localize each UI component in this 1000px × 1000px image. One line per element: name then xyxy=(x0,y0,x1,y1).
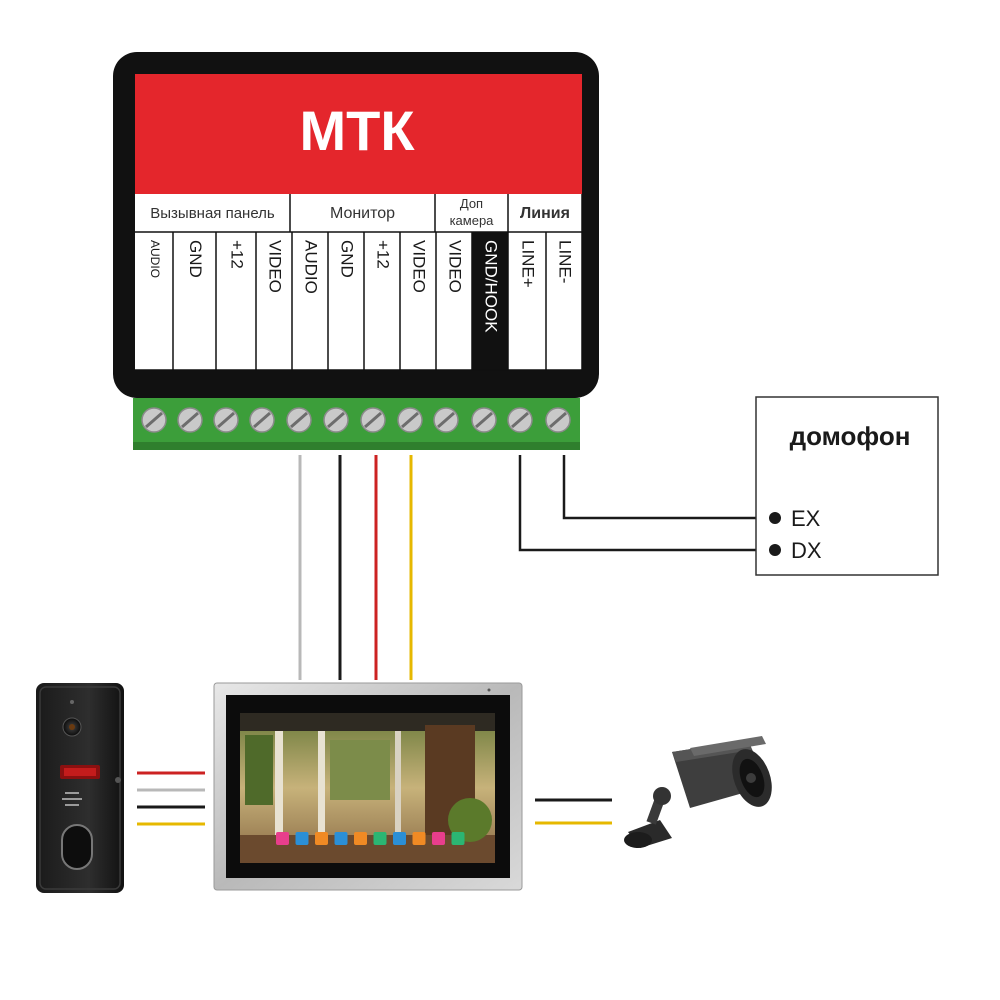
module-title: МТК xyxy=(299,99,415,162)
intercom-box: домофон EX DX xyxy=(755,396,939,576)
terminal-label-4: AUDIO xyxy=(302,240,321,294)
module-red-label xyxy=(135,74,582,194)
terminal-label-9: GND/HOOK xyxy=(482,240,501,333)
cctv-camera-icon xyxy=(624,736,772,848)
monitor-menu-icon xyxy=(354,832,367,845)
terminal-label-3: VIDEO xyxy=(266,240,285,293)
camera-wires xyxy=(535,798,612,825)
monitor-menu-icon xyxy=(334,832,348,845)
terminal-label-2: +12 xyxy=(228,240,247,269)
monitor-menu-icon xyxy=(315,832,328,845)
terminal-label-10: LINE+ xyxy=(519,240,538,288)
terminal-label-8: VIDEO xyxy=(446,240,465,293)
terminal-label-6: +12 xyxy=(374,240,393,269)
line-wires xyxy=(518,455,775,552)
ex-label: EX xyxy=(791,506,821,531)
monitor-wires xyxy=(298,455,413,680)
header-panel: Вызывная панель xyxy=(150,205,275,222)
header-extra-camera-line1: Доп xyxy=(460,196,483,211)
dx-terminal-dot xyxy=(769,544,781,556)
terminal-label-7: VIDEO xyxy=(410,240,429,293)
terminal-label-5: GND xyxy=(338,240,357,278)
door-panel-icon xyxy=(36,683,124,893)
panel-wires xyxy=(137,771,205,826)
ex-terminal-dot xyxy=(769,512,781,524)
terminal-label-1: GND xyxy=(186,240,205,278)
mtk-module: МТК Вызывная панель Монитор Доп камера Линия… xyxy=(113,52,599,450)
video-monitor-icon xyxy=(213,682,523,891)
monitor-menu-icon xyxy=(393,832,406,845)
wire-line-minus xyxy=(562,455,775,520)
header-extra-camera-line2: камера xyxy=(450,213,495,228)
header-monitor: Монитор xyxy=(330,205,395,222)
terminal-group-headers: Вызывная панель Монитор Доп камера Линия xyxy=(135,194,583,233)
terminal-label-0: AUDIO xyxy=(148,240,162,278)
monitor-menu-icon xyxy=(412,832,426,845)
monitor-menu-icon xyxy=(451,832,465,845)
monitor-menu-icon xyxy=(373,832,387,845)
terminal-label-11: LINE- xyxy=(556,240,575,283)
intercom-label: домофон xyxy=(790,421,911,451)
terminal-block xyxy=(133,398,580,450)
dx-label: DX xyxy=(791,538,822,563)
monitor-menu-icon xyxy=(295,832,309,845)
header-line: Линия xyxy=(520,205,570,222)
intercom-frame xyxy=(755,396,939,576)
wire-line-plus xyxy=(518,455,775,552)
monitor-menu-icon xyxy=(432,832,445,845)
monitor-menu-icon xyxy=(276,832,289,845)
terminal-labels: AUDIO GND +12 VIDEO AUDIO GND +12 VIDEO VIDEO GND… xyxy=(135,232,583,371)
